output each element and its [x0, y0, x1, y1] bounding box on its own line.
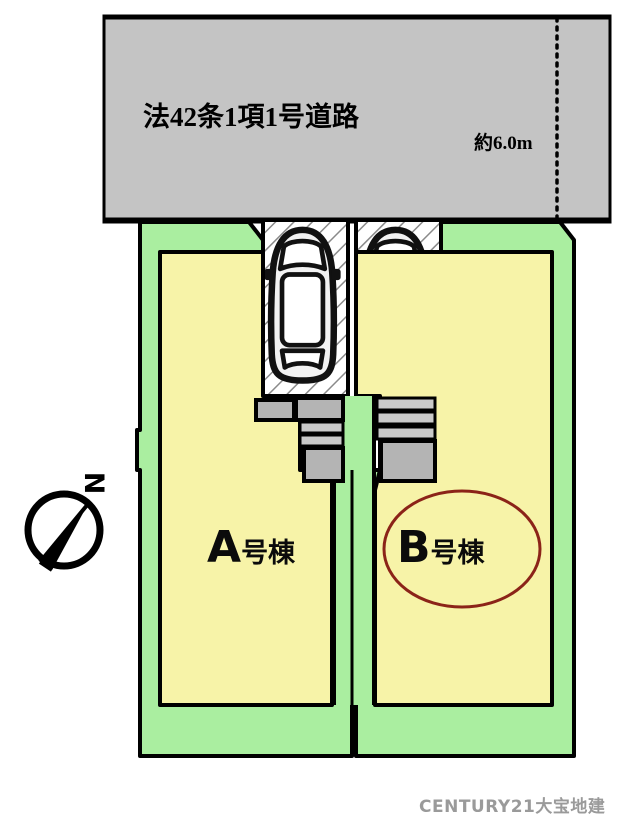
compass-north-label: N: [78, 471, 109, 495]
parking-area-a: [261, 218, 350, 398]
entrance-steps-b: [375, 396, 437, 483]
lot-b-highlight-ellipse: [382, 489, 542, 609]
building-label-b: B号棟: [397, 522, 485, 573]
building-footprint-a: [158, 250, 334, 707]
entrance-steps-a: [294, 396, 345, 483]
building-b-letter: B: [397, 522, 431, 573]
compass-rose: [24, 490, 104, 572]
building-b-suffix: 号棟: [430, 538, 485, 569]
car-icon: [264, 230, 340, 381]
road-type-label: 法42条1項1号道路: [143, 102, 359, 132]
building-a-suffix: 号棟: [241, 538, 296, 569]
watermark-logo: CENTURY21大宝地建: [419, 797, 606, 817]
road-width-label: 約6.0m: [474, 133, 533, 154]
building-a-letter: A: [207, 522, 241, 573]
center-walkway: [332, 396, 376, 756]
side-step-a: [254, 398, 296, 422]
building-label-a: A号棟: [207, 522, 295, 573]
